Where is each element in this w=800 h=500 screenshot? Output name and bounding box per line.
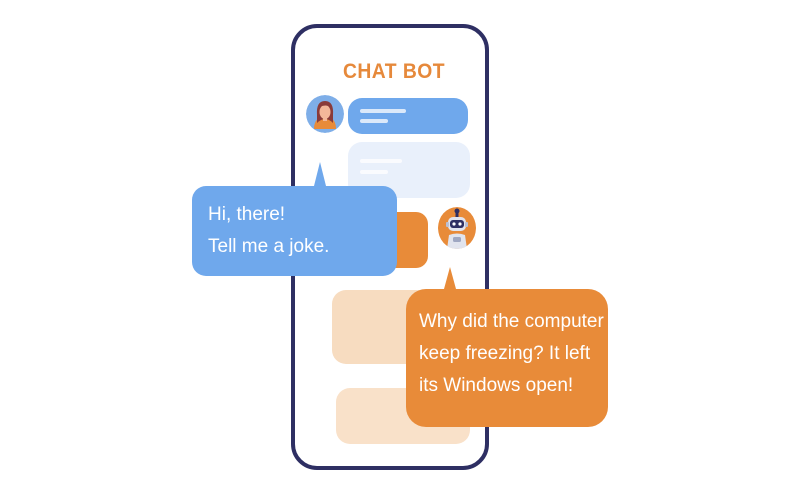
user-speech-tail [314,162,326,186]
bot-speech-bubble: Why did the computer keep freezing? It l… [406,267,608,427]
app-title: CHAT BOT [342,60,446,83]
user-message-line-1: Hi, there! [208,204,286,225]
user-message-line-2: Tell me a joke. [208,236,330,257]
woman-avatar-icon [306,95,344,133]
bot-message-line-1: Why did the computer [419,311,604,332]
user-message-bubble [348,98,468,134]
bot-message-line-3: its Windows open! [419,375,574,396]
bot-message-line-2: keep freezing? It left [419,343,591,364]
robot-avatar-icon [438,207,476,249]
user-speech-bubble: Hi, there! Tell me a joke. [192,162,397,276]
bot-speech-tail [444,267,456,289]
